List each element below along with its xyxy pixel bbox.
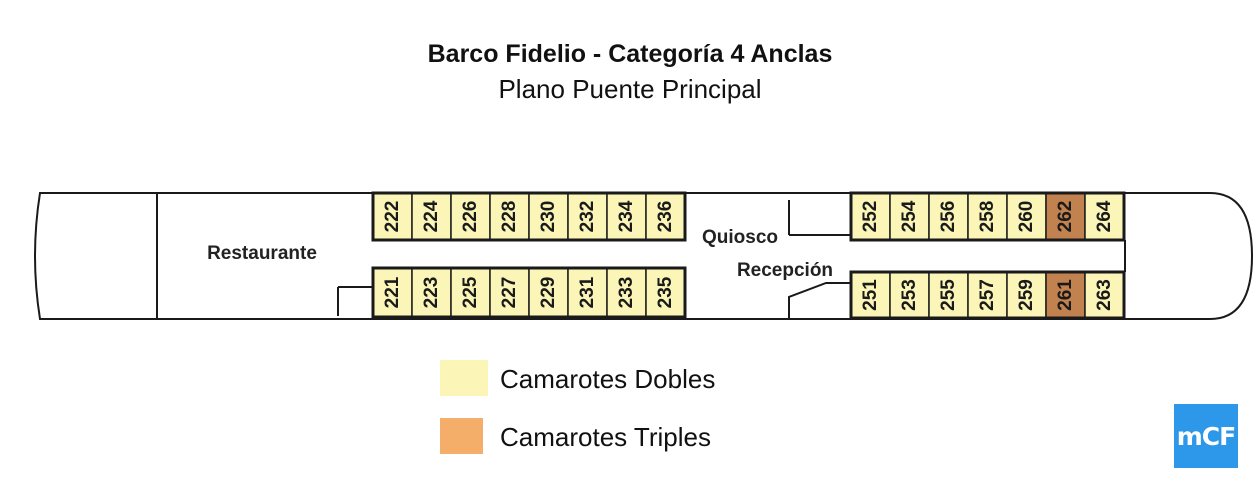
cabin-227[interactable]: 227 [489, 267, 530, 318]
cabin-233[interactable]: 233 [606, 267, 647, 318]
cabin-number: 235 [655, 276, 676, 308]
cabin-226[interactable]: 226 [450, 192, 491, 241]
page-title: Barco Fidelio - Categoría 4 Anclas [427, 40, 833, 68]
reception-counter [788, 282, 851, 318]
cabin-261[interactable]: 261 [1045, 271, 1086, 319]
cabin-number: 236 [655, 201, 676, 233]
cabin-box [850, 271, 891, 319]
cabin-number: 258 [977, 201, 998, 233]
cabin-box [528, 192, 569, 241]
page-subtitle: Plano Puente Principal [498, 74, 762, 104]
cabin-230[interactable]: 230 [528, 192, 569, 241]
cabin-number: 254 [899, 200, 920, 232]
cabin-234[interactable]: 234 [606, 192, 647, 241]
cabin-260[interactable]: 260 [1006, 192, 1047, 241]
cabin-number: 228 [499, 201, 520, 233]
kiosk-label: Quiosco [702, 227, 778, 248]
brand-logo: mCF [1174, 404, 1238, 468]
cabin-number: 252 [860, 201, 881, 233]
cabin-box [606, 192, 647, 241]
cabin-number: 253 [899, 279, 920, 311]
cabin-block [849, 270, 1126, 320]
cabin-231[interactable]: 231 [567, 267, 608, 318]
cabin-252[interactable]: 252 [850, 192, 891, 241]
cabin-number: 226 [460, 201, 481, 233]
cabin-number: 229 [538, 277, 559, 309]
cabin-229[interactable]: 229 [528, 267, 569, 318]
cabin-number: 251 [860, 279, 881, 311]
cabin-262[interactable]: 262 [1045, 192, 1086, 241]
cabin-258[interactable]: 258 [967, 192, 1008, 241]
cabin-number: 227 [499, 277, 520, 309]
cabin-block [371, 266, 687, 319]
reception-label: Recepción [737, 260, 833, 281]
cabin-263[interactable]: 263 [1084, 271, 1125, 319]
cabin-255[interactable]: 255 [928, 271, 969, 319]
cabin-222[interactable]: 222 [372, 192, 413, 241]
cabin-259[interactable]: 259 [1006, 271, 1047, 319]
cabin-257[interactable]: 257 [967, 271, 1008, 319]
cabin-number: 263 [1094, 279, 1115, 311]
cabin-box [889, 271, 930, 319]
cabin-number: 224 [421, 200, 442, 232]
cabin-256[interactable]: 256 [928, 192, 969, 241]
cabin-253[interactable]: 253 [889, 271, 930, 319]
cabin-235[interactable]: 235 [645, 267, 686, 318]
cabin-block [849, 191, 1126, 242]
cabin-number: 264 [1094, 200, 1115, 232]
cabin-number: 256 [938, 201, 959, 233]
cabin-number: 234 [616, 200, 637, 232]
cabin-251[interactable]: 251 [850, 271, 891, 319]
cabin-254[interactable]: 254 [889, 192, 930, 241]
hull-outline [34, 192, 1254, 320]
cabin-number: 255 [938, 279, 959, 311]
cabin-228[interactable]: 228 [489, 192, 530, 241]
cabin-224[interactable]: 224 [411, 192, 452, 241]
cabin-number: 230 [538, 201, 559, 233]
restaurant-label: Restaurante [207, 243, 317, 264]
cabin-box [1006, 192, 1047, 241]
cabin-number: 221 [382, 276, 403, 308]
cabin-number: 260 [1016, 201, 1037, 233]
cabin-number: 257 [977, 279, 998, 311]
cabin-number: 223 [421, 277, 442, 309]
cabin-232[interactable]: 232 [567, 192, 608, 241]
cabin-236[interactable]: 236 [645, 192, 686, 241]
cabin-number: 222 [382, 201, 403, 233]
cabin-number: 231 [577, 276, 598, 308]
cabin-number: 232 [577, 201, 598, 233]
cabin-264[interactable]: 264 [1084, 192, 1125, 241]
cabin-number: 261 [1055, 279, 1076, 311]
cabin-number: 233 [616, 277, 637, 309]
cabin-number: 225 [460, 276, 481, 308]
legend-label-triple: Camarotes Triples [500, 422, 711, 452]
cabin-number: 262 [1055, 201, 1076, 233]
cabin-box [450, 192, 491, 241]
cabin-223[interactable]: 223 [411, 267, 452, 318]
cabin-number: 259 [1016, 279, 1037, 311]
legend-swatch-double [440, 360, 488, 396]
cabin-block [371, 191, 687, 242]
cabin-225[interactable]: 225 [450, 267, 491, 318]
cabin-221[interactable]: 221 [372, 267, 413, 318]
legend-label-double: Camarotes Dobles [500, 364, 716, 394]
legend-swatch-triple [440, 418, 483, 454]
